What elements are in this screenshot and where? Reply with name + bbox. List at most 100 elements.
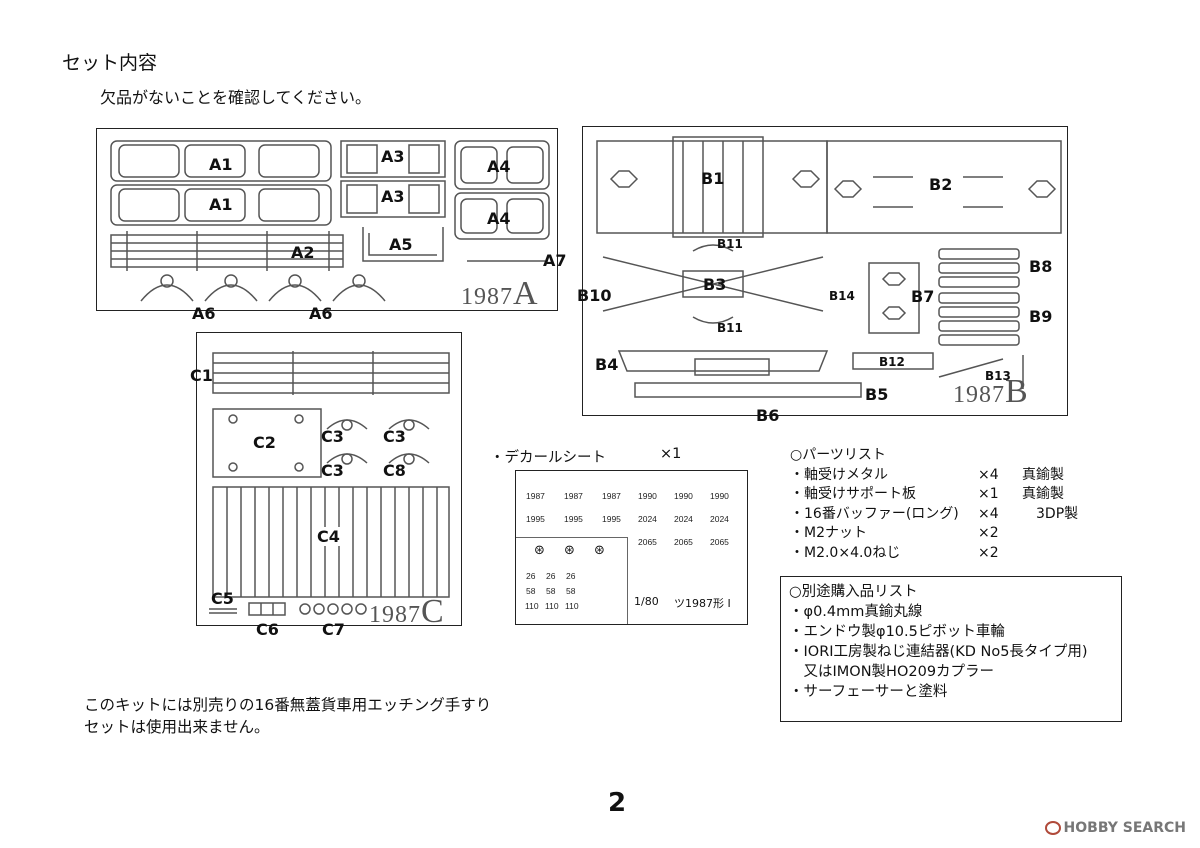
part-label-b14: B14 bbox=[829, 289, 855, 303]
part-label-a4: A4 bbox=[487, 209, 511, 228]
part-label-b8: B8 bbox=[1029, 257, 1053, 276]
part-label-c8: C8 bbox=[383, 461, 406, 480]
part-label-b5: B5 bbox=[865, 385, 889, 404]
wheel-emblem-icon: ⊛ bbox=[564, 543, 575, 558]
part-label-a6: A6 bbox=[192, 304, 216, 323]
parts-list-item: ・軸受けメタル ×4 真鍮製 bbox=[790, 466, 1064, 483]
parts-list-item: ・M2.0×4.0ねじ ×2 bbox=[790, 544, 999, 561]
decal-code: 26 bbox=[526, 571, 536, 581]
decal-code: 58 bbox=[526, 586, 536, 596]
decal-number: 1987 bbox=[564, 491, 583, 501]
part-label-c4: C4 bbox=[315, 527, 342, 546]
part-label-a3: A3 bbox=[381, 187, 405, 206]
separate-list-item: ・φ0.4mm真鍮丸線 bbox=[789, 604, 923, 620]
decal-number: 2065 bbox=[638, 537, 657, 547]
part-label-c3: C3 bbox=[383, 427, 406, 446]
parts-list-item: ・軸受けサポート板 ×1 真鍮製 bbox=[790, 486, 1064, 502]
separate-list-item: ・サーフェーサーと塗料 bbox=[789, 684, 948, 700]
decal-number: 1995 bbox=[602, 514, 621, 524]
decal-sheet: 1987 1987 1987 1990 1990 1990 1995 1995 … bbox=[515, 470, 748, 625]
part-label-b1: B1 bbox=[701, 169, 725, 188]
decal-emblem-block bbox=[516, 537, 628, 624]
decal-code: 58 bbox=[566, 586, 576, 596]
wheel-emblem-icon: ⊛ bbox=[534, 543, 545, 558]
part-label-c3: C3 bbox=[321, 427, 344, 446]
part-label-b7: B7 bbox=[911, 287, 935, 306]
decal-number: 2024 bbox=[638, 514, 657, 524]
separate-list-item: ・エンドウ製φ10.5ピボット車輪 bbox=[789, 624, 1005, 640]
etching-sheet-a: A1 A1 A3 A3 A4 A4 A2 A5 A7 1987A bbox=[96, 128, 567, 312]
part-label-b4: B4 bbox=[595, 355, 619, 374]
part-label-a1: A1 bbox=[209, 195, 233, 214]
sheet-b-code: 1987B bbox=[953, 373, 1029, 410]
watermark-logo: HOBBY SEARCH bbox=[1044, 820, 1186, 836]
part-label-b10: B10 bbox=[577, 286, 612, 305]
sheet-c-drawing bbox=[209, 351, 450, 616]
decal-number: 1990 bbox=[710, 491, 729, 501]
part-label-a7: A7 bbox=[543, 251, 567, 270]
parts-list-item: ・16番バッファー(ロング) ×4 3DP製 bbox=[790, 505, 1079, 522]
part-label-a5: A5 bbox=[389, 235, 413, 254]
part-label-c7: C7 bbox=[322, 620, 345, 639]
etching-sheet-b: B1 B2 B11 B8 B3 B14 B7 B9 B11 B4 B12 B13… bbox=[582, 126, 1068, 416]
decal-qty: ×1 bbox=[660, 446, 682, 462]
parts-list-heading: ○パーツリスト bbox=[790, 447, 886, 463]
part-label-b9: B9 bbox=[1029, 307, 1053, 326]
part-label-c1: C1 bbox=[190, 366, 213, 385]
part-label-a3: A3 bbox=[381, 147, 405, 166]
part-label-b6: B6 bbox=[756, 406, 780, 425]
decal-number: 1995 bbox=[564, 514, 583, 524]
part-label-c3: C3 bbox=[321, 461, 344, 480]
decal-scale: 1/80 bbox=[634, 595, 659, 608]
decal-number: 1990 bbox=[638, 491, 657, 501]
separate-purchase-box: ○別途購入品リスト ・φ0.4mm真鍮丸線 ・エンドウ製φ10.5ピボット車輪 … bbox=[780, 576, 1122, 722]
part-label-c2: C2 bbox=[253, 433, 276, 452]
separate-list-item: 又はIMON製HO209カプラー bbox=[789, 664, 995, 680]
sheet-a-drawing bbox=[110, 140, 550, 302]
decal-code: 26 bbox=[566, 571, 576, 581]
parts-list-item: ・M2ナット ×2 bbox=[790, 525, 999, 541]
section-subtitle: 欠品がないことを確認してください。 bbox=[100, 88, 372, 107]
part-label-b12: B12 bbox=[879, 355, 905, 369]
decal-code: 110 bbox=[525, 601, 539, 611]
etching-sheet-c: C2 C3 C3 C3 C8 C4 C5 1987C bbox=[196, 332, 462, 630]
part-label-a2: A2 bbox=[291, 243, 315, 262]
page-number: 2 bbox=[608, 788, 627, 818]
decal-number: 1987 bbox=[602, 491, 621, 501]
part-label-b11: B11 bbox=[717, 237, 743, 251]
separate-list-item: ・IORI工房製ねじ連結器(KD No5長タイプ用) bbox=[789, 644, 1088, 660]
decal-number: 1987 bbox=[526, 491, 545, 501]
part-label-a6: A6 bbox=[309, 304, 333, 323]
part-label-c5: C5 bbox=[211, 589, 234, 608]
decal-number: 1995 bbox=[526, 514, 545, 524]
part-label-b3: B3 bbox=[703, 275, 727, 294]
part-label-b13: B13 bbox=[985, 369, 1011, 383]
sheet-b-drawing bbox=[596, 136, 1062, 398]
parts-list: ○パーツリスト ・軸受けメタル ×4 真鍮製 ・軸受けサポート板 ×1 真鍮製 … bbox=[790, 446, 1079, 563]
part-label-b11: B11 bbox=[717, 321, 743, 335]
compatibility-note: このキットには別売りの16番無蓋貨車用エッチング手すり セットは使用出来ません。 bbox=[84, 694, 491, 738]
decal-heading: ・デカールシート bbox=[490, 450, 606, 466]
decal-number: 2065 bbox=[710, 537, 729, 547]
decal-number: 2024 bbox=[674, 514, 693, 524]
logo-icon bbox=[1044, 821, 1061, 835]
part-label-a1: A1 bbox=[209, 155, 233, 174]
decal-code: 58 bbox=[546, 586, 556, 596]
note-line: このキットには別売りの16番無蓋貨車用エッチング手すり bbox=[84, 696, 492, 714]
decal-type-name: ツ1987形 I bbox=[674, 597, 731, 610]
sheet-c-code: 1987C bbox=[369, 593, 445, 630]
wheel-emblem-icon: ⊛ bbox=[594, 543, 605, 558]
decal-number: 2065 bbox=[674, 537, 693, 547]
decal-code: 110 bbox=[565, 601, 579, 611]
part-label-c6: C6 bbox=[256, 620, 279, 639]
decal-number: 2024 bbox=[710, 514, 729, 524]
decal-code: 110 bbox=[545, 601, 559, 611]
part-label-a4: A4 bbox=[487, 157, 511, 176]
section-title: セット内容 bbox=[62, 52, 158, 74]
part-label-b2: B2 bbox=[929, 175, 953, 194]
sheet-a-code: 1987A bbox=[461, 275, 539, 312]
note-line: セットは使用出来ません。 bbox=[84, 718, 270, 736]
decal-code: 26 bbox=[546, 571, 556, 581]
decal-number: 1990 bbox=[674, 491, 693, 501]
separate-list-heading: ○別途購入品リスト bbox=[789, 584, 918, 600]
